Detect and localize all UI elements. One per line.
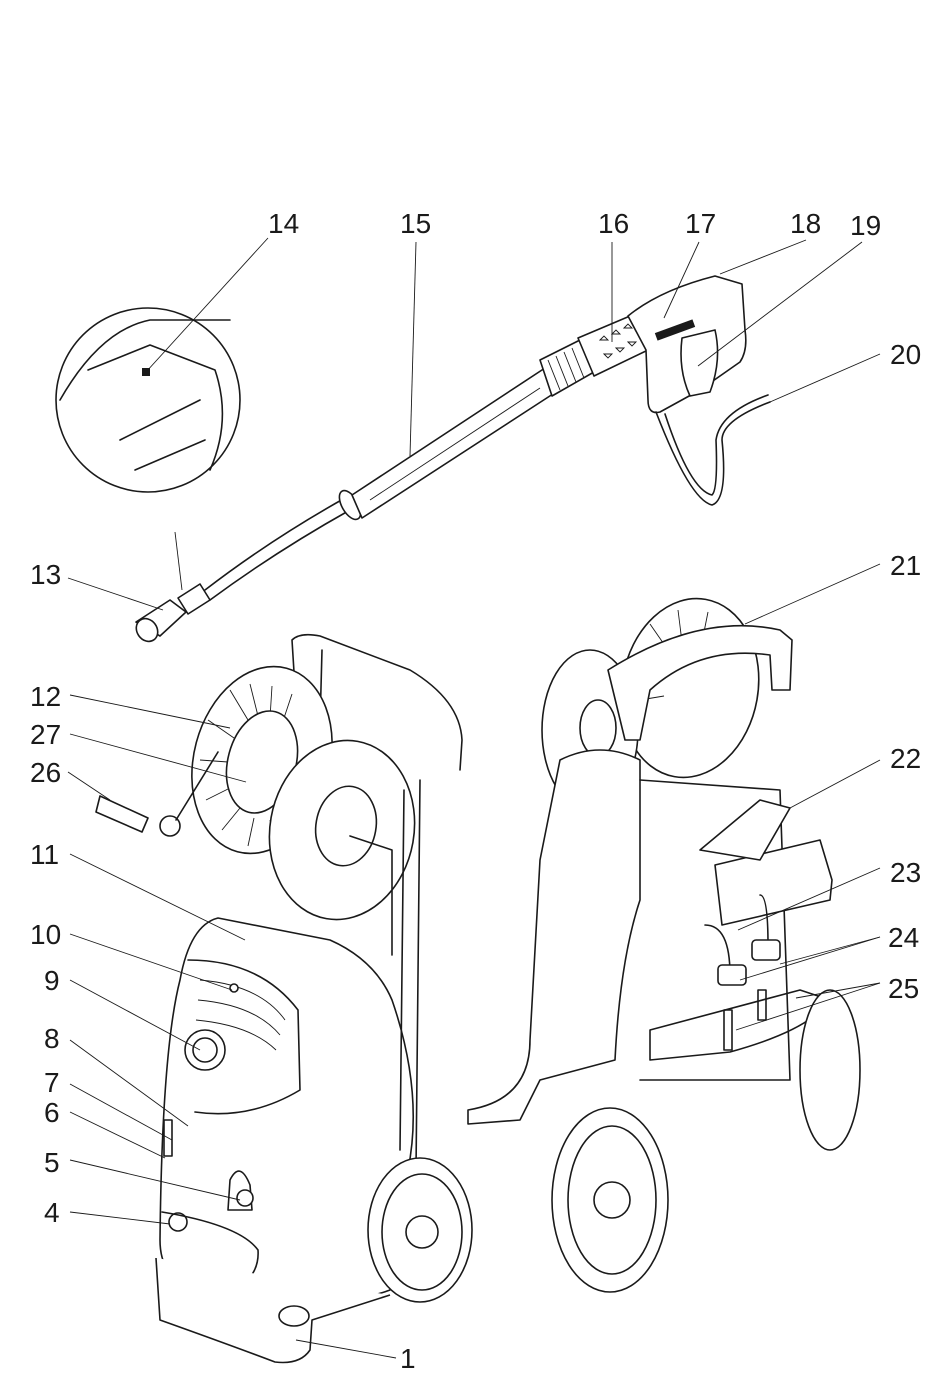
callout-15: 15: [400, 208, 431, 239]
spray-lance-assembly: [135, 275, 771, 643]
callout-14: 14: [268, 208, 299, 239]
pressure-washer-front-view: [95, 633, 473, 1364]
callout-18: 18: [790, 208, 821, 239]
callout-24: 24: [888, 922, 919, 953]
callout-11: 11: [30, 839, 59, 870]
callout-5: 5: [44, 1147, 60, 1178]
callout-16: 16: [598, 208, 629, 239]
leader-lines: [67, 237, 881, 1359]
pressure-washer-rear-view: [467, 597, 861, 1293]
callout-21: 21: [890, 550, 921, 581]
callout-27: 27: [30, 719, 61, 750]
callout-labels: 14 15 16 17 18 19 20 21 22 23 24 25 13 1…: [30, 208, 921, 1374]
callout-8: 8: [44, 1023, 60, 1054]
callout-9: 9: [44, 965, 60, 996]
callout-7: 7: [44, 1067, 60, 1098]
callout-25: 25: [888, 973, 919, 1004]
callout-1: 1: [400, 1343, 416, 1374]
callout-19: 19: [850, 210, 881, 241]
callout-23: 23: [890, 857, 921, 888]
callout-17: 17: [685, 208, 716, 239]
callout-22: 22: [890, 743, 921, 774]
detail-magnifier: [55, 307, 241, 591]
callout-20: 20: [890, 339, 921, 370]
nozzle: [135, 583, 211, 643]
callout-13: 13: [30, 559, 61, 590]
callout-10: 10: [30, 919, 61, 950]
callout-6: 6: [44, 1097, 60, 1128]
callout-12: 12: [30, 681, 61, 712]
callout-26: 26: [30, 757, 61, 788]
callout-4: 4: [44, 1197, 60, 1228]
